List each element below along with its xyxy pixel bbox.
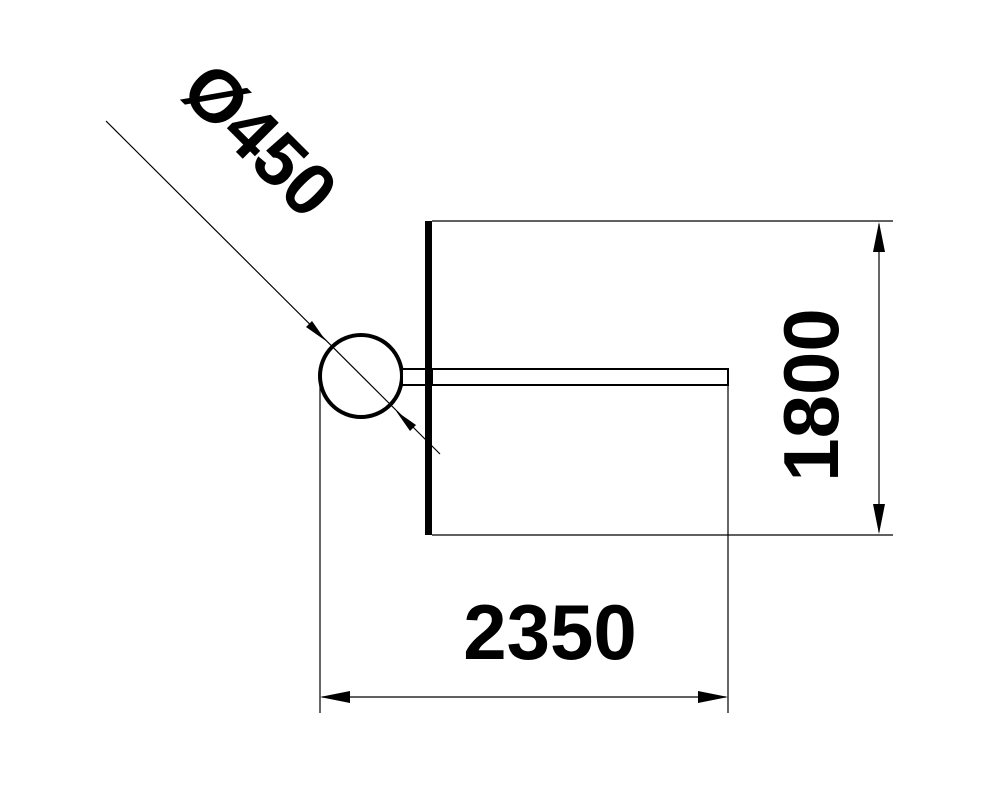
vertical-plate <box>425 221 432 535</box>
width-arrow-left <box>320 691 350 703</box>
diameter-arrow-bottom <box>396 411 416 431</box>
height-label: 1800 <box>767 308 855 482</box>
diameter-arrow-top <box>306 321 326 341</box>
diameter-leader-line <box>105 120 441 455</box>
width-label: 2350 <box>463 588 637 676</box>
height-arrow-top <box>873 222 885 252</box>
horizontal-arm <box>431 368 729 386</box>
post-connector <box>401 368 429 386</box>
diameter-label: Ø450 <box>167 47 354 234</box>
width-arrow-right <box>698 691 728 703</box>
height-arrow-bottom <box>873 504 885 534</box>
